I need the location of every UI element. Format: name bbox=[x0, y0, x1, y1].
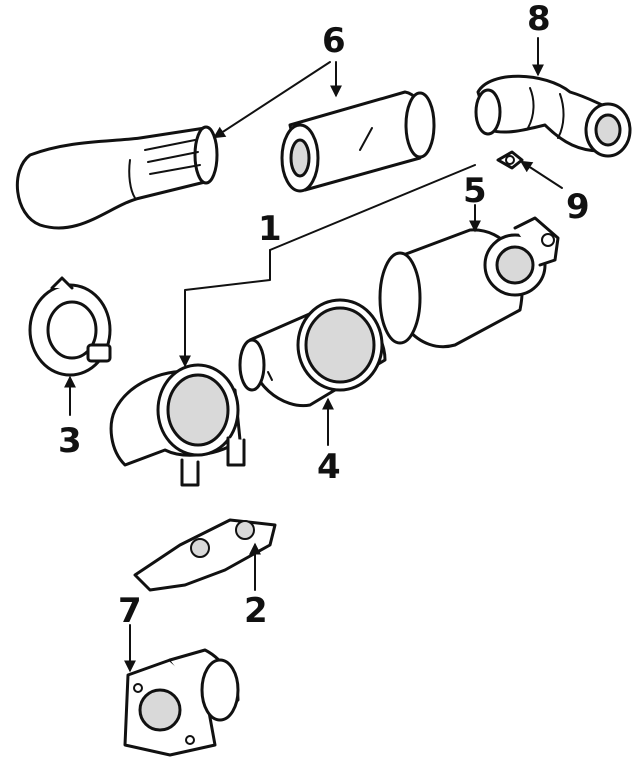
bent-pipe-part[interactable] bbox=[474, 74, 632, 158]
resonator-part[interactable] bbox=[280, 90, 436, 193]
callout-1: 1 bbox=[258, 209, 282, 249]
clamp-part[interactable] bbox=[28, 276, 112, 377]
hose-left-part[interactable] bbox=[15, 125, 219, 230]
callout-4: 4 bbox=[317, 447, 341, 487]
callout-8: 8 bbox=[527, 0, 551, 39]
callout-2: 2 bbox=[244, 591, 268, 631]
catalytic-converter-part[interactable] bbox=[378, 216, 560, 349]
sensor-clip-part[interactable] bbox=[496, 150, 524, 170]
heat-shield-part[interactable] bbox=[133, 518, 277, 592]
flange-adapter-part[interactable] bbox=[123, 648, 240, 757]
callout-3: 3 bbox=[58, 421, 82, 461]
converter-body-part[interactable] bbox=[238, 298, 387, 408]
callout-9: 9 bbox=[566, 187, 590, 227]
front-pipe-part[interactable] bbox=[109, 363, 246, 487]
callout-7: 7 bbox=[118, 591, 142, 631]
leader-lines bbox=[64, 37, 563, 673]
callout-5: 5 bbox=[463, 171, 487, 211]
callout-6: 6 bbox=[322, 21, 346, 61]
